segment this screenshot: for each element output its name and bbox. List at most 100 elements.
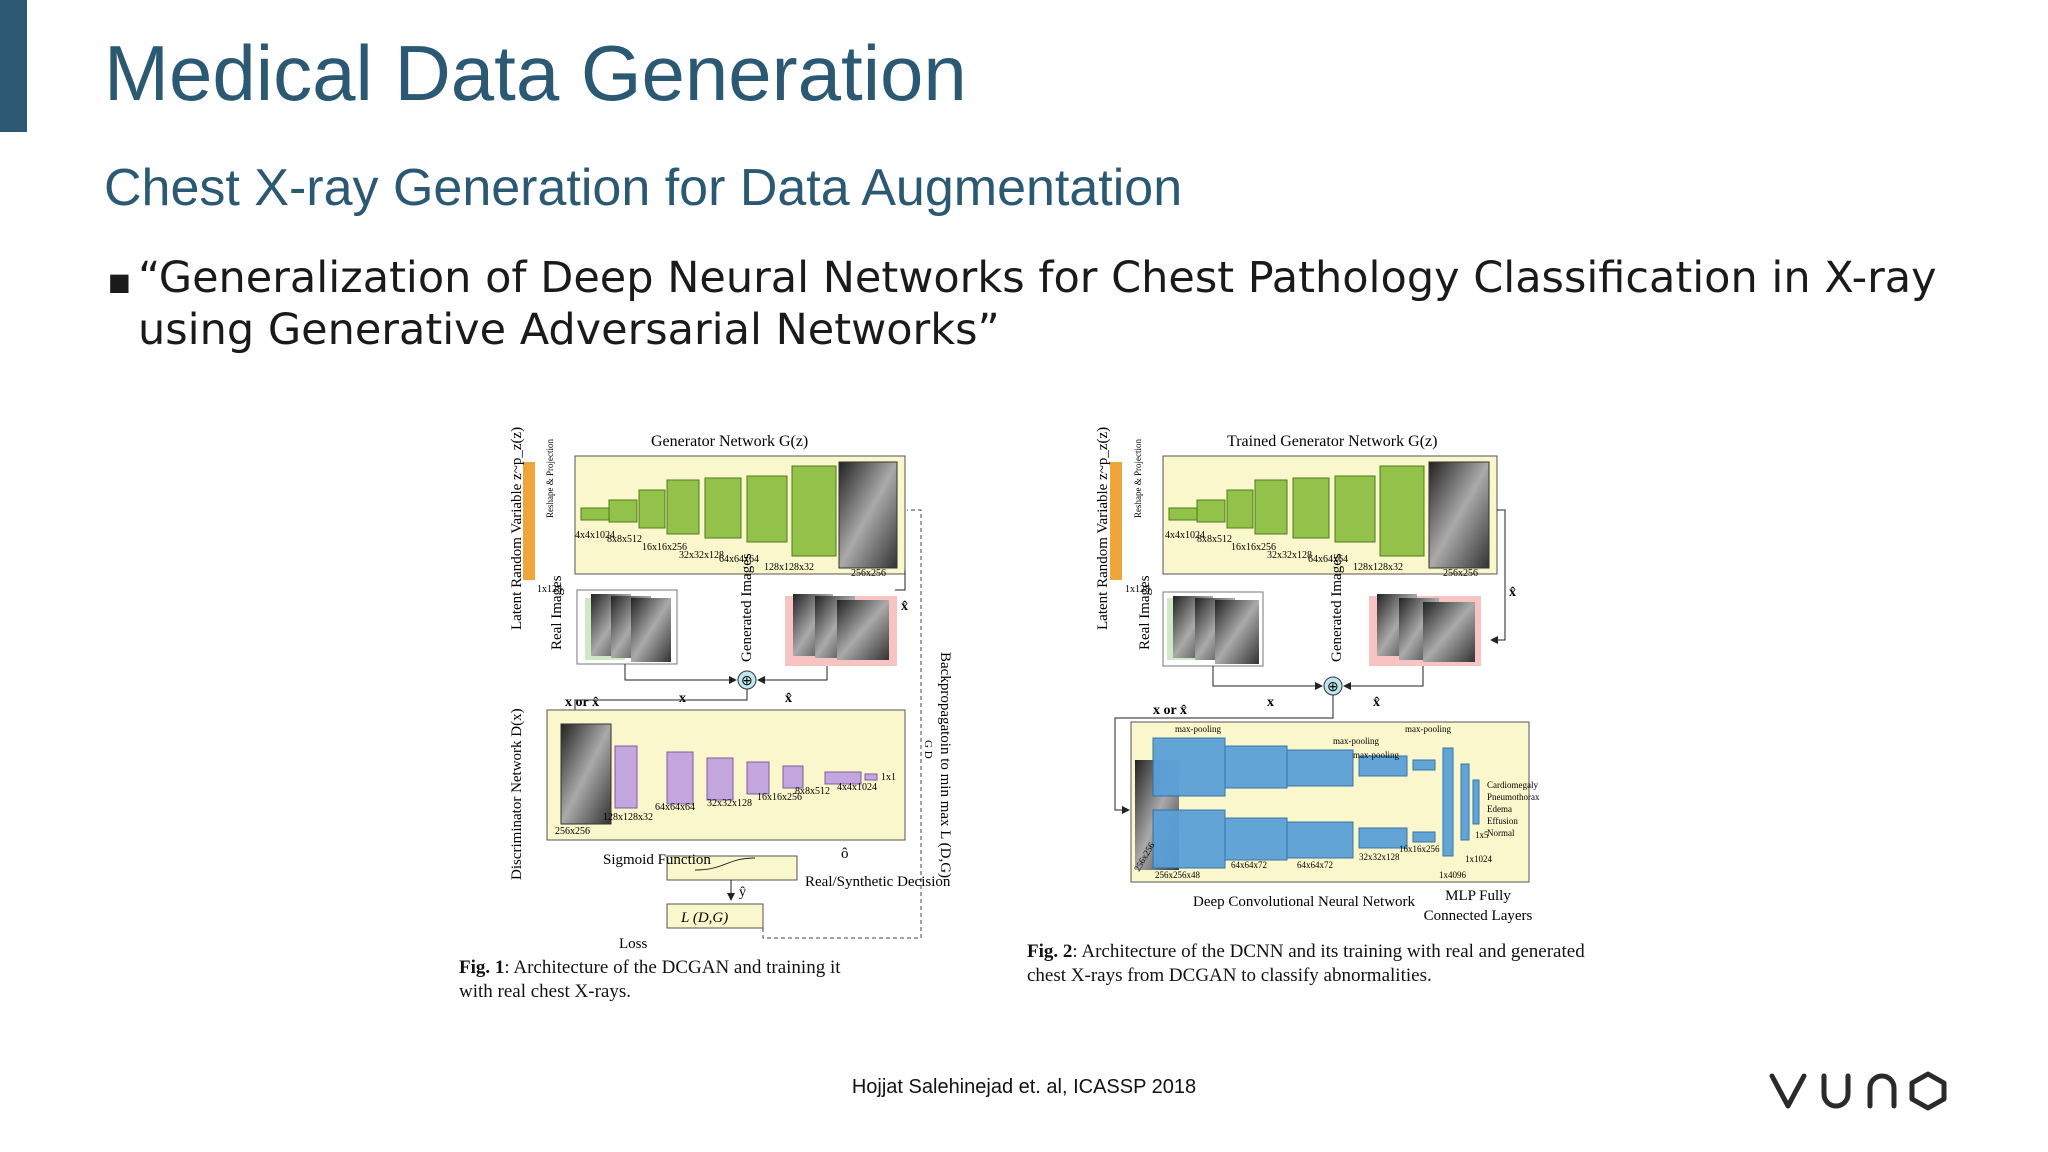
svg-text:32x32x128: 32x32x128: [1359, 852, 1400, 862]
svg-text:128x128x32: 128x128x32: [1353, 562, 1403, 573]
fig1-loss-box-text: L (D,G): [680, 910, 728, 926]
fig1-arrow-gen-out: [895, 570, 906, 591]
svg-text:Normal: Normal: [1487, 828, 1515, 838]
svg-text:64x64x72: 64x64x72: [1297, 860, 1333, 870]
svg-text:64x64x72: 64x64x72: [1231, 860, 1267, 870]
fig2-mlp-label: MLP Fully Connected Layers: [1423, 888, 1533, 924]
svg-text:max-pooling: max-pooling: [1175, 724, 1221, 734]
vuno-logo: [1769, 1071, 1947, 1111]
fig2-latent-label: Latent Random Variable z~p_z(z): [1095, 427, 1111, 630]
fig1-real-image-3: [631, 598, 671, 662]
fig2-generator-layers: [1168, 461, 1490, 569]
fig1-arrow-generated: [757, 666, 828, 684]
svg-text:1x5: 1x5: [1475, 830, 1489, 840]
fig2-x-label: x: [1267, 695, 1274, 710]
svg-text:16x16x256: 16x16x256: [1399, 844, 1440, 854]
svg-text:64x64x64: 64x64x64: [1308, 554, 1348, 565]
slide-title: Medical Data Generation: [104, 29, 967, 117]
fig1-loss-label: Loss: [619, 936, 648, 952]
title-accent-bar: [0, 0, 27, 132]
fig2-dcnn-label: Deep Convolutional Neural Network: [1193, 894, 1416, 910]
fig1-xhat-out: x̂: [901, 599, 908, 614]
fig1-y-hat: ŷ: [739, 885, 746, 900]
bullet-square-icon: ■: [108, 268, 131, 296]
fig1-diagram: Latent Random Variable z~p_z(z) Reshape …: [459, 427, 953, 1002]
svg-text:1x1024: 1x1024: [1465, 854, 1493, 864]
fig1-latent-bar: [523, 462, 535, 580]
svg-text:16x16x256: 16x16x256: [642, 542, 687, 553]
fig1-generator-sizes: 4x4x1024 8x8x512 16x16x256 32x32x128 64x…: [575, 530, 886, 579]
fig1-generated-images-label: Generated Images: [739, 553, 755, 662]
fig2-diagram: Latent Random Variable z~p_z(z) Reshape …: [1027, 427, 1585, 986]
fig2-caption: Fig. 2: Architecture of the DCNN and its…: [1027, 941, 1585, 986]
fig2-cnn-layers: [1152, 737, 1480, 869]
svg-text:16x16x256: 16x16x256: [1231, 542, 1276, 553]
fig2-real-image-3: [1215, 600, 1259, 664]
fig1-disc-sizes: 256x256 128x128x32 64x64x64 32x32x128 16…: [555, 772, 896, 837]
fig2-arrow-generated: [1343, 666, 1424, 690]
fig1-o-hat: ô: [841, 846, 849, 862]
svg-text:256x256: 256x256: [1443, 568, 1478, 579]
svg-text:4x4x1024: 4x4x1024: [1165, 530, 1205, 541]
svg-text:256x256: 256x256: [851, 568, 886, 579]
fig1-backprop-line: [762, 509, 922, 939]
fig1-loss-box: [666, 903, 764, 929]
fig1-disc-label: Discriminator Network D(x): [509, 708, 525, 880]
svg-text:32x32x128: 32x32x128: [1267, 550, 1312, 561]
svg-text:Cardiomegaly: Cardiomegaly: [1487, 780, 1538, 790]
svg-text:256x256: 256x256: [555, 826, 590, 837]
fig1-latent-dim: 1x128: [537, 584, 562, 595]
fig2-reshape-label: Reshape & Projection: [1133, 439, 1143, 518]
fig1-real-stack-frame: [576, 589, 678, 665]
fig1-sigmoid-box: [666, 855, 798, 881]
fig1-real-images-label: Real Images: [549, 575, 565, 650]
svg-text:32x32x128: 32x32x128: [679, 550, 724, 561]
slide-subtitle: Chest X-ray Generation for Data Augmenta…: [104, 159, 1183, 217]
fig1-arrow-real: [624, 664, 737, 684]
fig2-x-or-xhat: x or x̂: [1153, 703, 1187, 718]
fig1-generator-layers: [580, 461, 898, 569]
fig1-x-or-xhat: x or x̂: [565, 695, 599, 710]
svg-text:max-pooling: max-pooling: [1405, 724, 1451, 734]
fig2-arrow-to-cnn: [1114, 695, 1334, 814]
svg-text:64x64x64: 64x64x64: [719, 554, 759, 565]
svg-text:8x8x512: 8x8x512: [607, 534, 642, 545]
fig2-generator-sizes: 4x4x1024 8x8x512 16x16x256 32x32x128 64x…: [1165, 530, 1478, 579]
citation: Hojjat Salehinejad et. al, ICASSP 2018: [851, 1076, 1197, 1098]
paper-title: “Generalization of Deep Neural Networks …: [138, 253, 1937, 355]
fig2-arrow-real: [1212, 666, 1323, 690]
fig1-arrow-to-disc: [574, 689, 748, 712]
fig2-class-labels: Cardiomegaly Pneumothorax Edema Effusion…: [1487, 780, 1540, 838]
fig1-decision-label: Real/Synthetic Decision: [805, 874, 951, 890]
svg-text:max-pooling: max-pooling: [1353, 750, 1399, 760]
svg-text:128x128x32: 128x128x32: [603, 812, 653, 823]
svg-text:4x4x1024: 4x4x1024: [575, 530, 615, 541]
fig2-real-images-label: Real Images: [1137, 575, 1153, 650]
paper-figure: Latent Random Variable z~p_z(z) Reshape …: [455, 400, 1605, 1020]
fig2-xhat-out: x̂: [1509, 585, 1516, 600]
fig1-xhat-label: x̂: [785, 691, 792, 706]
svg-text:128x128x32: 128x128x32: [764, 562, 814, 573]
fig1-sigmoid-curve: [694, 857, 756, 871]
fig2-generator-title: Trained Generator Network G(z): [1227, 433, 1437, 450]
svg-text:4x4x1024: 4x4x1024: [837, 782, 877, 793]
fig1-merge-symbol: ⊕: [741, 674, 753, 689]
svg-text:Effusion: Effusion: [1487, 816, 1518, 826]
fig1-reshape-label: Reshape & Projection: [545, 439, 555, 518]
fig1-generator-title: Generator Network G(z): [651, 433, 808, 450]
fig2-generated-image-3: [1423, 602, 1475, 662]
svg-text:1x1: 1x1: [881, 772, 896, 783]
bullet-item: ■ “Generalization of Deep Neural Network…: [108, 252, 1948, 356]
fig1-disc-layers: [560, 723, 878, 825]
svg-text:32x32x128: 32x32x128: [707, 798, 752, 809]
fig1-backprop-label: Backpropagatoin to min max L (D,G): [937, 652, 953, 878]
architecture-diagram: Latent Random Variable z~p_z(z) Reshape …: [459, 427, 1585, 1002]
fig2-maxpool-labels: max-pooling max-pooling max-pooling max-…: [1175, 724, 1451, 760]
fig1-sigmoid-label: Sigmoid Function: [603, 852, 711, 868]
svg-text:256x256x48: 256x256x48: [1155, 870, 1201, 880]
fig2-arrow-gen-out: [1490, 509, 1506, 644]
fig2-merge-symbol: ⊕: [1327, 680, 1339, 695]
svg-text:64x64x64: 64x64x64: [655, 802, 695, 813]
fig1-caption: Fig. 1: Architecture of the DCGAN and tr…: [459, 957, 841, 1002]
svg-text:16x16x256: 16x16x256: [757, 792, 802, 803]
